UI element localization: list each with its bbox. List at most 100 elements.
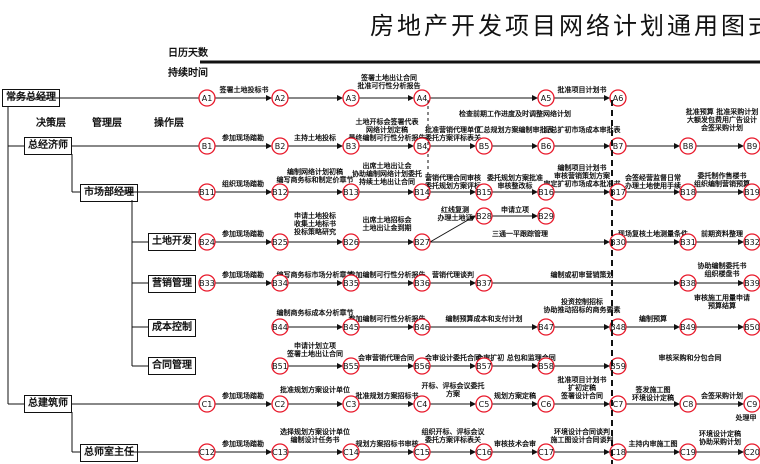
activity-label: 三通一平跟踪管理 <box>492 229 548 238</box>
activity-label: 审核技术会审 <box>494 439 536 448</box>
node-b15: B15 <box>475 183 493 201</box>
org-chief-office: 总师室主任 <box>80 444 138 462</box>
svg-text:B46: B46 <box>414 323 430 332</box>
node-c8: C8 <box>679 395 697 413</box>
node-b16: B16 <box>537 183 555 201</box>
svg-text:B56: B56 <box>414 362 430 371</box>
node-b58: B58 <box>537 357 555 375</box>
activity-label: 签署土地出让合同批准可行性分析报告 <box>358 73 421 90</box>
svg-text:B50: B50 <box>744 323 760 332</box>
svg-text:C3: C3 <box>346 400 357 409</box>
svg-text:C2: C2 <box>275 400 286 409</box>
node-c5: C5 <box>475 395 493 413</box>
activity-label: 会签采购计划 <box>701 391 743 400</box>
node-b56: B56 <box>413 357 431 375</box>
node-b9: B9 <box>743 137 760 155</box>
node-a6: A6 <box>609 89 627 107</box>
node-b44: B44 <box>271 318 289 336</box>
activity-label: 参加现场踏勘 <box>222 229 264 238</box>
svg-text:A1: A1 <box>202 94 213 103</box>
node-a2: A2 <box>271 89 289 107</box>
org-chief-economist: 总经济师 <box>24 137 72 155</box>
node-b30: B30 <box>609 233 627 251</box>
svg-text:A6: A6 <box>613 94 624 103</box>
activity-label: 营销代理合同审核委托规划方案评标 <box>424 173 481 190</box>
node-b3: B3 <box>342 137 360 155</box>
node-a1: A1 <box>198 89 216 107</box>
activity-label: 签发施工图环境设计定稿 <box>632 385 674 402</box>
node-b19: B19 <box>743 183 760 201</box>
svg-text:B44: B44 <box>272 323 288 332</box>
node-b6: B6 <box>537 137 555 155</box>
node-b32: B32 <box>743 233 760 251</box>
activity-label: 汇总扩初市场成本审批表 <box>544 125 622 134</box>
svg-text:B15: B15 <box>476 188 492 197</box>
svg-text:B16: B16 <box>538 188 554 197</box>
svg-text:C13: C13 <box>272 448 288 457</box>
activity-label: 汇总规划方案编制审批表 <box>477 125 555 134</box>
activity-label: 申请立项 <box>501 205 529 214</box>
node-b50: B50 <box>743 318 760 336</box>
node-b14: B14 <box>413 183 431 201</box>
page-title: 房地产开发项目网络计划通用图式 <box>370 12 760 40</box>
node-c18: C18 <box>609 443 627 461</box>
svg-text:B11: B11 <box>199 188 215 197</box>
activity-label: 编制预算成本和支付计划 <box>446 314 523 323</box>
svg-text:B36: B36 <box>414 279 430 288</box>
node-c20: C20 <box>743 443 760 461</box>
activity-label: 委托制作售楼书组织编制营销预算 <box>694 171 750 188</box>
svg-text:B18: B18 <box>680 188 696 197</box>
node-b59: B59 <box>609 357 627 375</box>
activity-label: 申请计划立项签署土地出让合同 <box>286 341 343 358</box>
activity-label: 编制网络计划初稿编写商务标和制定价章节 <box>277 167 354 184</box>
node-b12: B12 <box>271 183 289 201</box>
activity-label: 审核施工用量申请预算结算 <box>694 293 750 310</box>
activity-label: 批准规划方案招标书 <box>356 391 419 400</box>
node-b45: B45 <box>342 318 360 336</box>
activity-label: 批准项目计划书扩初定稿签署设计合同 <box>558 375 607 400</box>
svg-text:B59: B59 <box>610 362 626 371</box>
svg-text:A2: A2 <box>275 94 286 103</box>
node-b13: B13 <box>342 183 360 201</box>
activity-label: 参加现场踏勘 <box>222 391 264 400</box>
activity-label: 编制预算 <box>639 314 667 323</box>
svg-text:B3: B3 <box>346 142 357 151</box>
node-b39: B39 <box>743 274 760 292</box>
node-c6: C6 <box>537 395 555 413</box>
activity-label: 现场复核土地测量条件 <box>618 229 688 238</box>
node-c15: C15 <box>413 443 431 461</box>
org-market-manager: 市场部经理 <box>80 184 138 202</box>
node-b33: B33 <box>198 274 216 292</box>
node-b34: B34 <box>271 274 289 292</box>
svg-text:B34: B34 <box>272 279 288 288</box>
node-c2: C2 <box>271 395 289 413</box>
calendar-days-header: 日历天数 <box>168 48 208 59</box>
node-b29: B29 <box>537 207 555 225</box>
svg-text:C12: C12 <box>199 448 215 457</box>
node-b47: B47 <box>537 318 555 336</box>
org-level-operation: 操作层 <box>154 118 184 129</box>
activity-label: 委托规划方案批准审核整改标 <box>486 173 543 190</box>
node-b57: B57 <box>475 357 493 375</box>
svg-text:C15: C15 <box>414 448 430 457</box>
activity-label: 会签经营监督日常办理土地使用手续 <box>625 173 681 190</box>
node-c4: C4 <box>413 395 431 413</box>
node-c9: C9 <box>743 395 760 413</box>
activity-label: 会审营销代理合同 <box>358 353 414 362</box>
activity-label: 编制商务标成本分析章节 <box>277 308 354 317</box>
activity-label: 编写商务标市场分析章节 <box>277 270 354 279</box>
node-b2: B2 <box>271 137 289 155</box>
node-b7: B7 <box>609 137 627 155</box>
svg-text:B2: B2 <box>275 142 286 151</box>
svg-text:B39: B39 <box>744 279 760 288</box>
node-c16: C16 <box>475 443 493 461</box>
node-b35: B35 <box>342 274 360 292</box>
svg-text:B51: B51 <box>272 362 288 371</box>
svg-text:B58: B58 <box>538 362 554 371</box>
org-level-management: 管理层 <box>92 118 122 129</box>
activity-arrow <box>429 215 476 243</box>
activity-label: 组织现场踏勘 <box>222 179 264 188</box>
svg-text:C9: C9 <box>747 400 758 409</box>
